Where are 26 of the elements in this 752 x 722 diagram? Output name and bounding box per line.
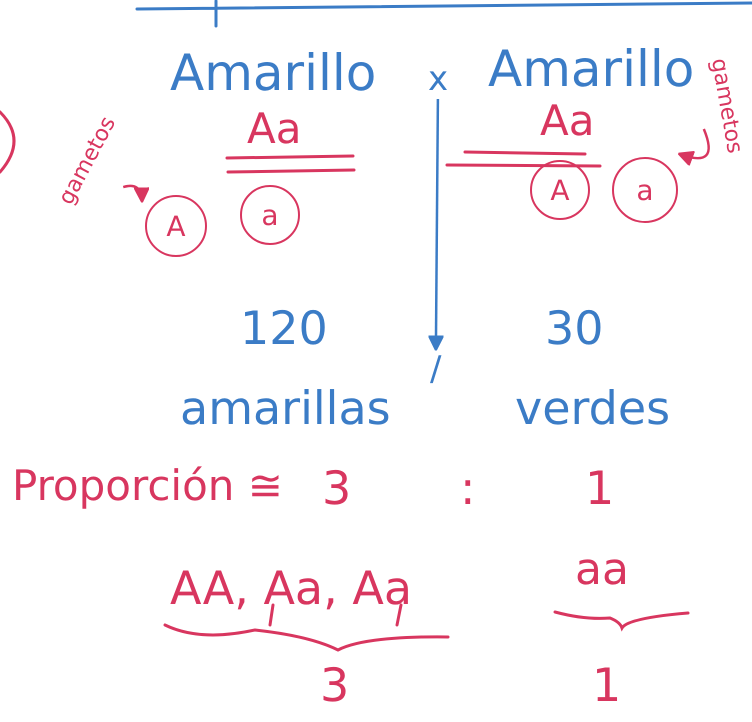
gamete-circle: A: [145, 195, 207, 257]
count-text: 1: [592, 662, 622, 708]
count-text: 30: [545, 305, 604, 351]
genotype-text: aa: [575, 548, 629, 592]
count-text: 3: [320, 662, 350, 708]
arrow: [428, 99, 444, 350]
gamete-circle: A: [530, 160, 590, 220]
gamete-circle: a: [612, 157, 678, 223]
arrow: [122, 184, 149, 202]
phenotype-text: amarillas: [180, 385, 391, 431]
arrow: [678, 128, 710, 166]
annotation-text: gametos: [706, 56, 746, 156]
ratio-number: 3: [322, 465, 352, 511]
phenotype-text: verdes: [515, 385, 670, 431]
count-text: 120: [240, 305, 328, 351]
ratio-separator: :: [460, 465, 476, 511]
gamete-circle: a: [240, 185, 300, 245]
phenotype-text: Amarillo: [170, 48, 376, 98]
ratio-text: Proporción ≅: [12, 465, 283, 507]
phenotype-text: Amarillo: [488, 44, 694, 94]
cross-symbol: x: [428, 62, 448, 96]
genotype-text: Aa: [540, 100, 594, 142]
ratio-number: 1: [585, 465, 614, 511]
separator-text: /: [430, 352, 442, 386]
genotype-text: AA, Aa, Aa: [170, 565, 412, 611]
genotype-text: Aa: [247, 108, 302, 150]
